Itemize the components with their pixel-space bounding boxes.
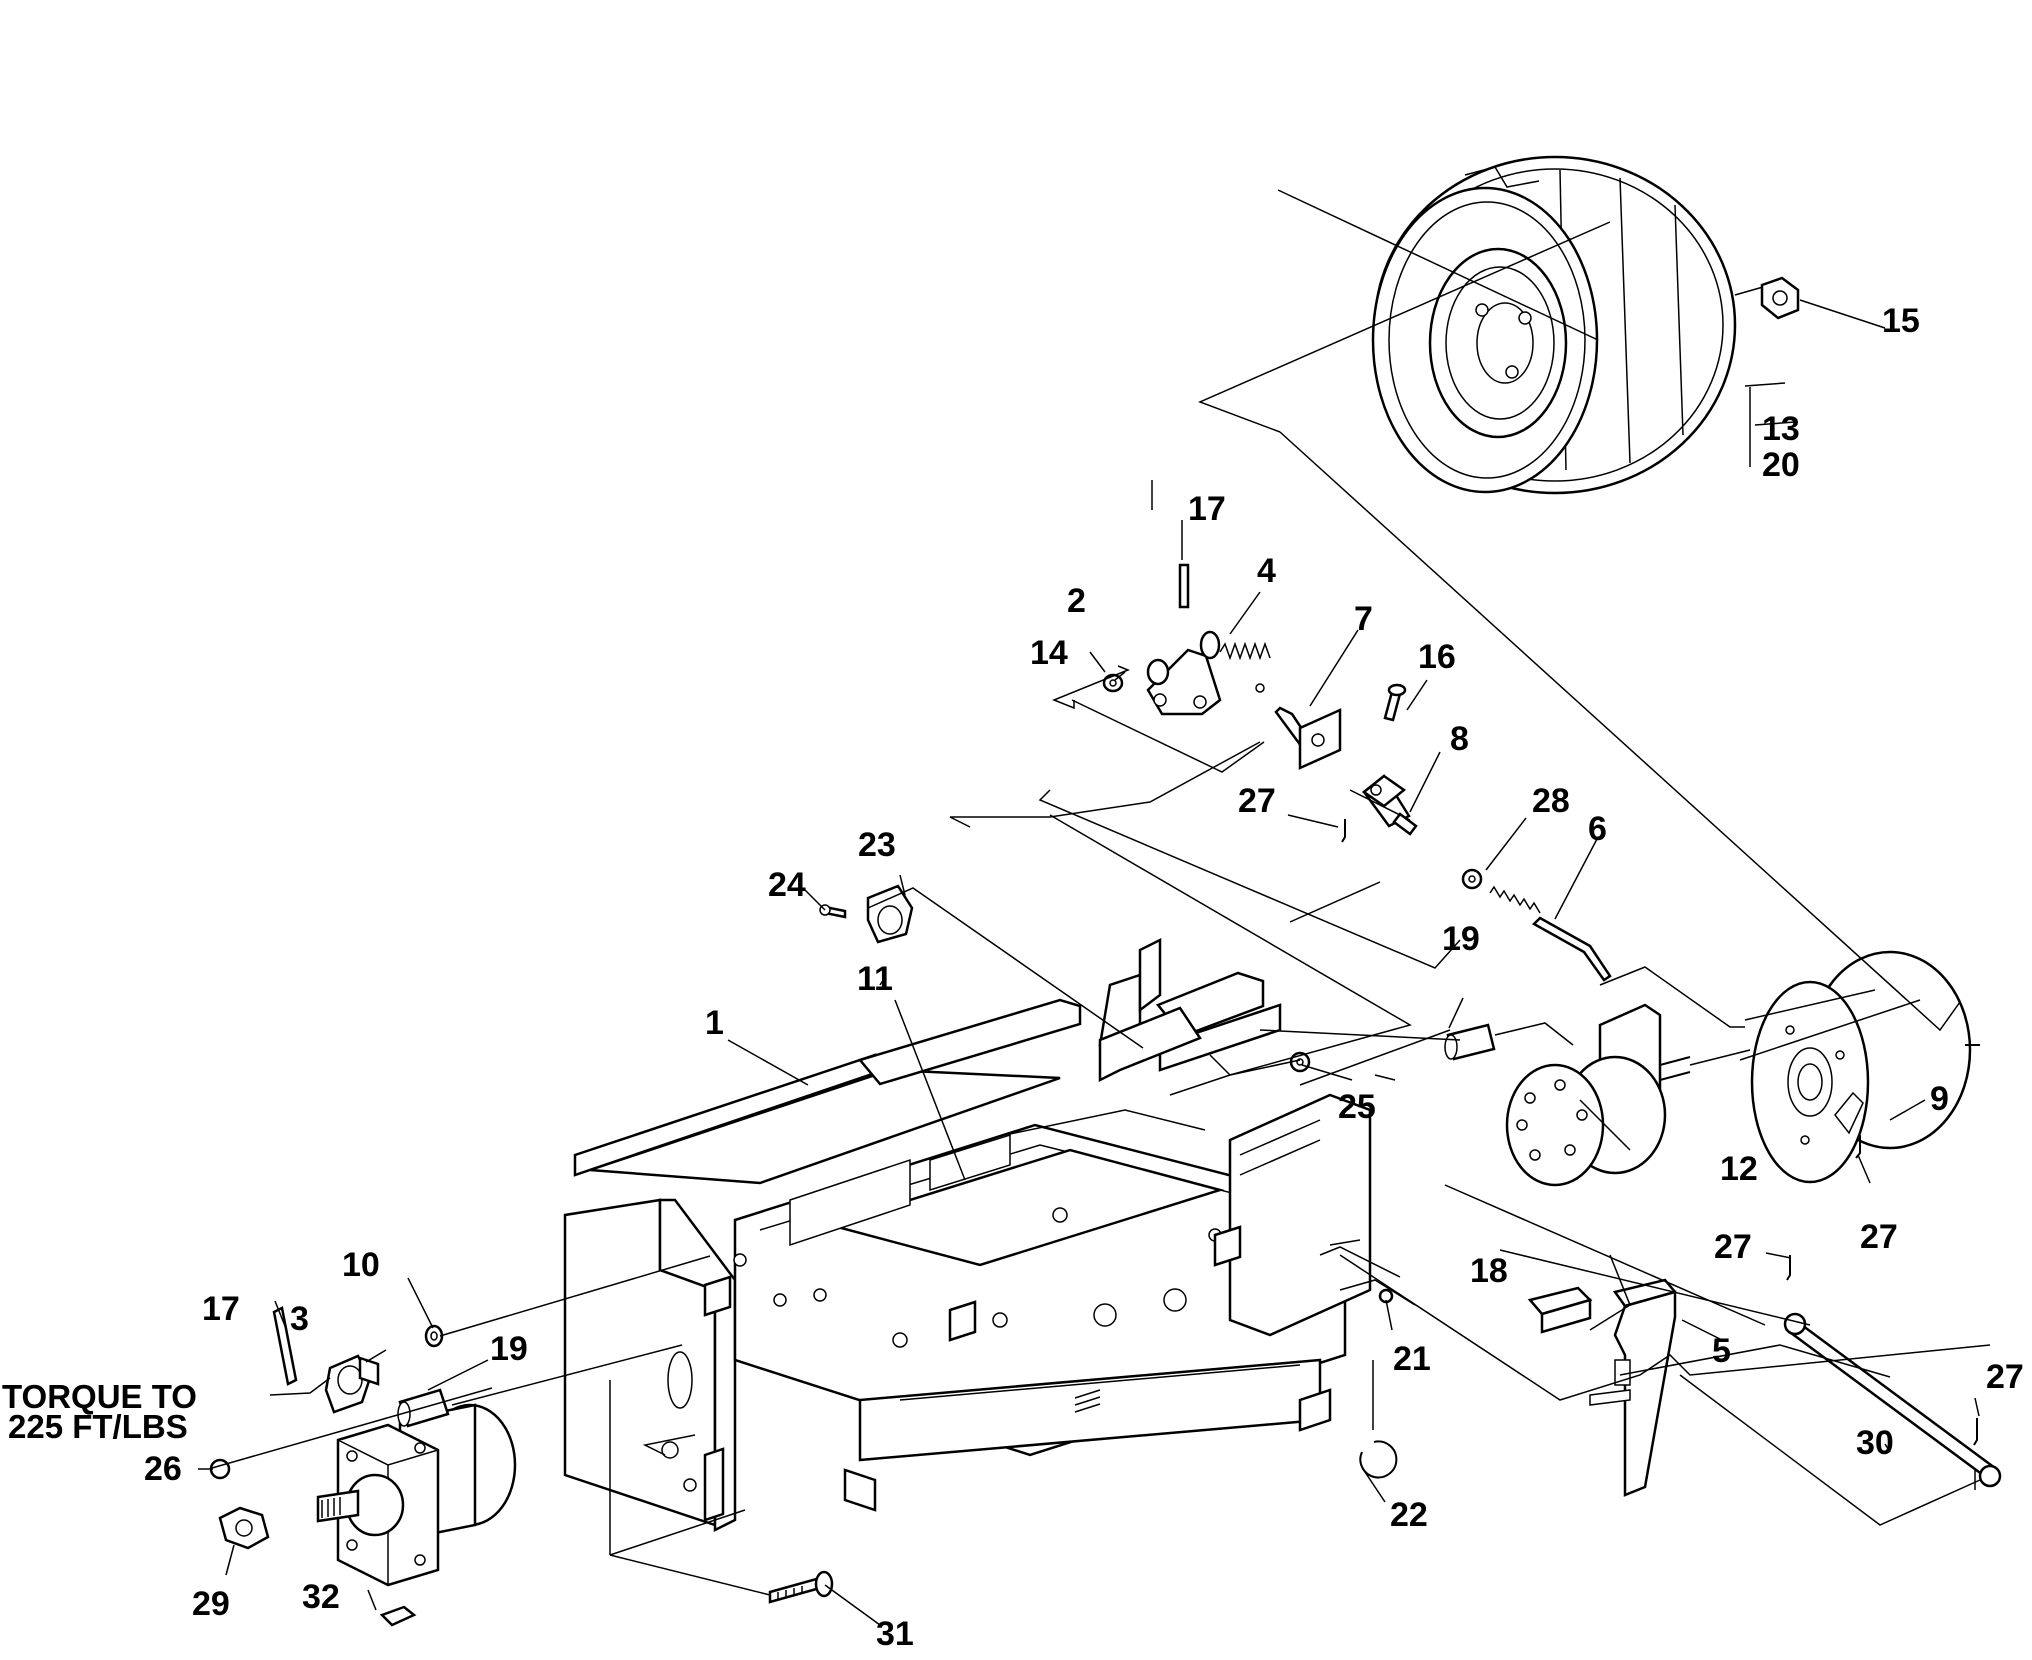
seat-bracket: [1098, 937, 1265, 1083]
label-20: 20: [1762, 446, 1800, 484]
label-21: 21: [1393, 1340, 1431, 1378]
label-1: 1: [705, 1004, 724, 1042]
nut-26: [209, 1458, 231, 1480]
right-hydraulic-motor: [1505, 1003, 1691, 1187]
hub-nut: [1760, 276, 1800, 320]
label-6: 6: [1588, 810, 1607, 848]
clevis-7: [1274, 706, 1342, 770]
label-26: 26: [144, 1450, 182, 1488]
cotter-pin-27d: [1973, 1418, 1978, 1446]
label-12: 12: [1720, 1150, 1758, 1188]
label-22: 22: [1390, 1496, 1428, 1534]
brake-rod-30: [1783, 1312, 2002, 1490]
bearing-flange-23: [866, 884, 914, 944]
key-32: [379, 1605, 417, 1627]
label-30: 30: [1856, 1424, 1894, 1462]
rear-wheel: [1371, 155, 1737, 495]
label-4: 4: [1257, 552, 1276, 590]
label-19-right: 19: [1442, 920, 1480, 958]
right-spacer-sleeve: [1444, 1023, 1496, 1061]
roll-pin-17-upper: [1178, 563, 1190, 609]
label-27-drum: 27: [1860, 1218, 1898, 1256]
main-frame: [563, 973, 1372, 1533]
washer-14: [1102, 673, 1124, 693]
label-14: 14: [1030, 634, 1068, 672]
label-15: 15: [1882, 302, 1920, 340]
label-27-linkage: 27: [1238, 782, 1276, 820]
leader-lines: [198, 189, 1991, 1626]
label-24: 24: [768, 866, 806, 904]
label-13: 13: [1762, 410, 1800, 448]
label-8: 8: [1450, 720, 1469, 758]
label-32: 32: [302, 1578, 340, 1616]
label-7: 7: [1354, 600, 1373, 638]
brake-arm-2: [1146, 648, 1222, 716]
cotter-pin-27b: [1855, 1135, 1861, 1159]
clevis-pin-16: [1383, 683, 1407, 722]
cotter-pin-27c: [1786, 1255, 1791, 1281]
label-25: 25: [1338, 1088, 1376, 1126]
left-bearing-flange: [324, 1354, 380, 1414]
label-10: 10: [342, 1246, 380, 1284]
label-27-end: 27: [1986, 1358, 2024, 1396]
brake-drum: [1750, 950, 1980, 1184]
label-3: 3: [290, 1300, 309, 1338]
brake-pedal-5: [1589, 1278, 1678, 1497]
label-29: 29: [192, 1585, 230, 1623]
label-18: 18: [1470, 1252, 1508, 1290]
pedal-pad-18: [1527, 1286, 1593, 1334]
label-23: 23: [858, 826, 896, 864]
left-roll-pin: [272, 1306, 298, 1386]
label-16: 16: [1418, 638, 1456, 676]
label-31: 31: [876, 1615, 914, 1653]
retaining-clip-22: [1359, 1440, 1398, 1479]
bolt-31: [768, 1570, 834, 1604]
torque-note-line1: TORQUE TO: [2, 1378, 197, 1415]
label-2: 2: [1067, 582, 1086, 620]
clevis-8: [1361, 774, 1418, 836]
brake-rod-6: [1489, 885, 1612, 982]
cotter-pin-27a: [1341, 819, 1346, 843]
label-11: 11: [857, 960, 893, 998]
label-9: 9: [1930, 1080, 1949, 1118]
label-5: 5: [1712, 1332, 1731, 1370]
label-28: 28: [1532, 782, 1570, 820]
left-hydraulic-motor: [316, 1403, 517, 1587]
label-19-left: 19: [490, 1330, 528, 1368]
jam-nut-28: [1461, 868, 1483, 890]
washer-10: [424, 1324, 444, 1348]
axle-nut: [218, 1506, 270, 1550]
torque-note-line2: 225 FT/LBS: [8, 1408, 188, 1445]
label-27-rod: 27: [1714, 1228, 1752, 1266]
bolt-24: [819, 904, 847, 919]
label-17-upper: 17: [1188, 490, 1226, 528]
spring-4: [1199, 630, 1271, 693]
label-17-left: 17: [202, 1290, 240, 1328]
